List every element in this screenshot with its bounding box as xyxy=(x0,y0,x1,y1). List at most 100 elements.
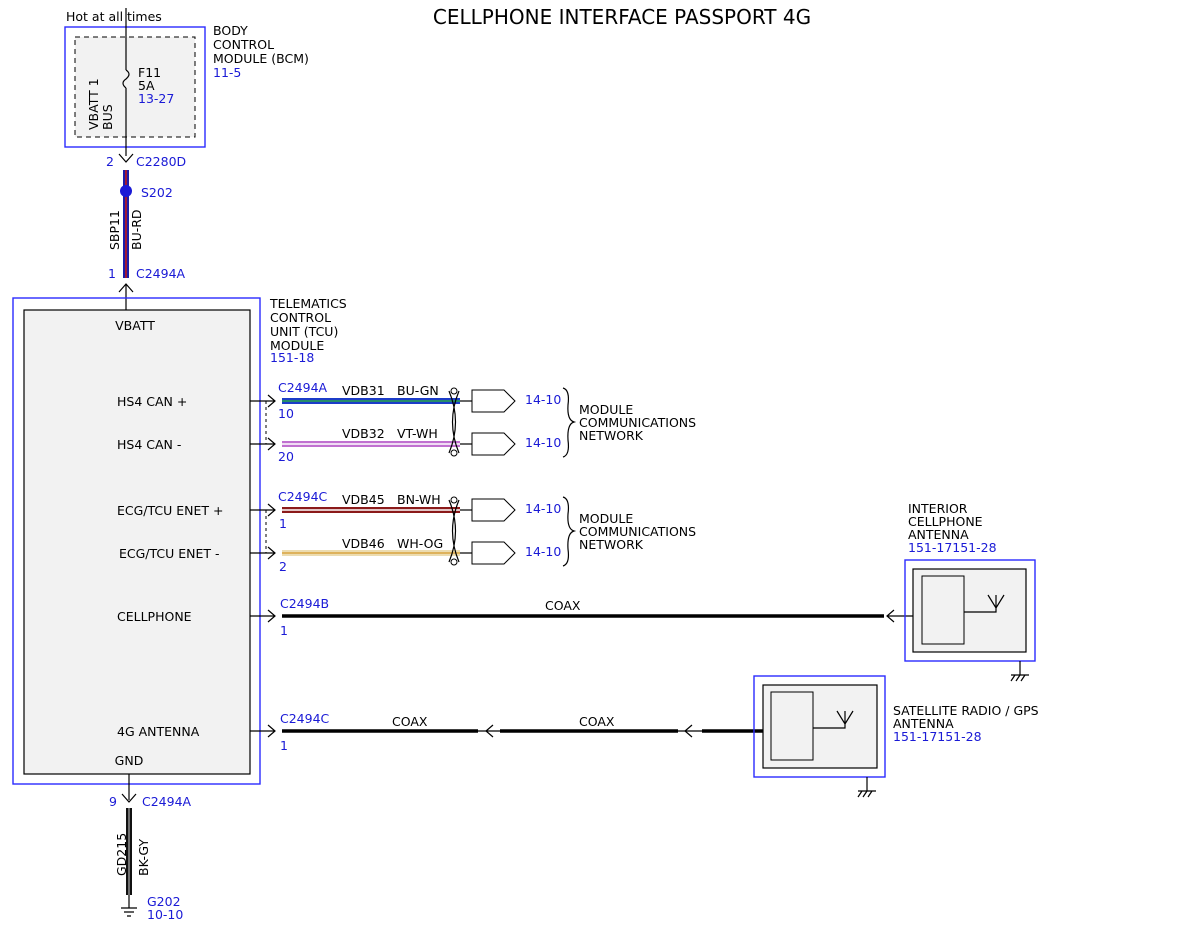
color-wh-og-label: WH-OG xyxy=(397,536,443,551)
antenna-coax-label-2: COAX xyxy=(579,714,615,729)
interior-antenna-name-line-3: ANTENNA xyxy=(908,527,969,542)
antenna-coax-label-1: COAX xyxy=(392,714,428,729)
dest-ref-vdb31: 14-10 xyxy=(525,392,561,407)
circuit-vdb32-label: VDB32 xyxy=(342,426,385,441)
splice-s202-dot xyxy=(120,185,132,197)
ground-ref: 10-10 xyxy=(147,907,183,922)
hot-at-all-times-label: Hot at all times xyxy=(66,9,162,24)
network-enet-line-3: NETWORK xyxy=(579,537,644,552)
connector-c2494b-symbol xyxy=(267,609,276,623)
ground-point-label: G202 xyxy=(147,894,181,909)
bcm-module-box xyxy=(74,36,196,138)
ground-circuit-label: GD215 xyxy=(114,833,129,876)
tcu-name-line-1: TELEMATICS xyxy=(269,296,347,311)
tcu-vbatt-pin-label: VBATT xyxy=(115,318,155,333)
bcm-name-line-3: MODULE (BCM) xyxy=(213,51,309,66)
connector-symbol-enet-minus xyxy=(267,546,276,560)
network-can-line-3: NETWORK xyxy=(579,428,644,443)
pin-enet-minus-number: 2 xyxy=(279,559,287,574)
circuit-vdb45-label: VDB45 xyxy=(342,492,385,507)
circuit-vdb31-label: VDB31 xyxy=(342,383,385,398)
antenna-pin-number: 1 xyxy=(280,738,288,753)
interior-antenna-icon xyxy=(964,594,1005,613)
network-brace-enet xyxy=(562,496,577,567)
bcm-name-line-2: CONTROL xyxy=(213,37,274,52)
sat-antenna-ground-icon xyxy=(857,777,876,798)
network-brace-can xyxy=(562,387,577,458)
power-color-label: BU-RD xyxy=(129,209,144,250)
page-ref-arrow-vdb46 xyxy=(471,541,516,565)
circuit-vdb46-label: VDB46 xyxy=(342,536,385,551)
fuse-f11-symbol xyxy=(122,69,130,89)
dest-ref-vdb32: 14-10 xyxy=(525,435,561,450)
network-enet-line-1: MODULE xyxy=(579,511,633,526)
network-can-line-2: COMMUNICATIONS xyxy=(579,415,696,430)
tcu-pin-hs4-can-minus: HS4 CAN - xyxy=(117,437,181,452)
dest-ref-vdb46: 14-10 xyxy=(525,544,561,559)
tcu-pin-enet-minus: ECG/TCU ENET - xyxy=(119,546,220,561)
connector-symbol-hs4-plus xyxy=(267,394,276,408)
sat-antenna-name-line-2: ANTENNA xyxy=(893,716,954,731)
tcu-pin-cellphone: CELLPHONE xyxy=(117,609,192,624)
interior-antenna-name-line-2: CELLPHONE xyxy=(908,514,983,529)
twist-can-top-dot xyxy=(450,387,458,395)
interior-antenna-ground-icon xyxy=(1010,661,1029,682)
twist-can-bottom-dot xyxy=(450,449,458,457)
interior-antenna-ref: 151-17151-28 xyxy=(908,540,997,555)
fuse-label: F11 xyxy=(138,65,161,80)
page-ref-arrow-vdb32 xyxy=(471,432,516,456)
color-vt-wh-label: VT-WH xyxy=(397,426,438,441)
tcu-gnd-pin-label: GND xyxy=(115,753,144,768)
splice-s202-label: S202 xyxy=(141,185,173,200)
connector-c2494c-antenna-symbol xyxy=(267,724,276,738)
page-ref-arrow-vdb31 xyxy=(471,389,516,413)
dest-ref-vdb45: 14-10 xyxy=(525,501,561,516)
ground-pin-number: 9 xyxy=(109,794,117,809)
connector-c2494b-label: C2494B xyxy=(280,596,329,611)
sat-antenna-icon xyxy=(813,710,854,729)
tcu-name-line-3: UNIT (TCU) xyxy=(270,324,338,339)
connector-symbol-enet-plus xyxy=(267,503,276,517)
twist-enet-top-dot xyxy=(450,496,458,504)
interior-antenna-name-line-1: INTERIOR xyxy=(908,501,968,516)
bcm-frame xyxy=(64,26,206,148)
fuse-ref: 13-27 xyxy=(138,91,174,106)
color-bu-gn-label: BU-GN xyxy=(397,383,439,398)
signal-wires-group xyxy=(250,387,577,567)
ground-color-label: BK-GY xyxy=(136,839,151,876)
tcu-name-line-2: CONTROL xyxy=(270,310,331,325)
bcm-ref: 11-5 xyxy=(213,65,241,80)
connector-c2280d-label: C2280D xyxy=(136,154,186,169)
connector-c2494a-can-label: C2494A xyxy=(278,380,328,395)
tcu-pin-hs4-can-plus: HS4 CAN + xyxy=(117,394,187,409)
ground-connector-label: C2494A xyxy=(142,794,192,809)
bcm-name-line-1: BODY xyxy=(213,23,248,38)
twisted-pair-enet-symbol xyxy=(448,499,460,563)
power-pin-top: 2 xyxy=(106,154,114,169)
tcu-name-line-4: MODULE xyxy=(270,338,324,353)
network-enet-line-2: COMMUNICATIONS xyxy=(579,524,696,539)
sat-antenna-element xyxy=(770,691,814,761)
page-ref-arrow-vdb45 xyxy=(471,498,516,522)
pin-enet-plus-number: 1 xyxy=(279,516,287,531)
bus-label-line-2: BUS xyxy=(100,104,115,130)
ground-g202-icon xyxy=(121,907,137,917)
pin-10-label: 10 xyxy=(278,406,294,421)
connector-c2494c-enet-label: C2494C xyxy=(278,489,328,504)
tcu-pin-enet-plus: ECG/TCU ENET + xyxy=(117,503,224,518)
bus-label-line-1: VBATT 1 xyxy=(86,78,101,130)
tcu-module-box xyxy=(23,309,251,775)
interior-antenna-element xyxy=(921,575,965,645)
connector-c2280d-symbol xyxy=(118,153,134,163)
cellphone-pin-number: 1 xyxy=(280,623,288,638)
interior-antenna-frame xyxy=(904,559,1036,662)
connector-symbol-hs4-minus xyxy=(267,437,276,451)
ground-connector-symbol xyxy=(121,793,137,803)
pin-20-label: 20 xyxy=(278,449,294,464)
twist-enet-bottom-dot xyxy=(450,558,458,566)
tcu-ref: 151-18 xyxy=(270,350,314,365)
sat-antenna-name-line-1: SATELLITE RADIO / GPS xyxy=(893,703,1039,718)
twisted-pair-can-symbol xyxy=(448,390,460,454)
sat-antenna-frame xyxy=(753,675,886,778)
connector-c2494a-power-label: C2494A xyxy=(136,266,186,281)
